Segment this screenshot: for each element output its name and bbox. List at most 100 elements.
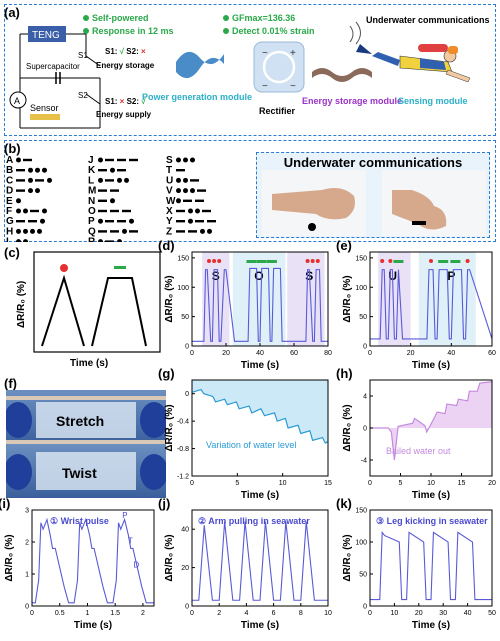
x-tick-label: 0	[368, 350, 372, 357]
x-tick-label: 20	[407, 350, 415, 357]
svg-text:~: ~	[290, 81, 296, 92]
morse-dash	[105, 158, 114, 162]
x-tick-label: 40	[256, 350, 264, 357]
dash-marker	[266, 260, 277, 263]
morse-dot	[124, 177, 129, 183]
morse-dash	[202, 209, 211, 213]
triangle-pulse	[41, 274, 85, 347]
x-tick-label: 0	[190, 480, 194, 487]
morse-letter: H	[6, 226, 13, 237]
dash-marker	[450, 260, 461, 263]
dot-marker	[465, 259, 470, 263]
y-tick-label: -1.2	[177, 474, 189, 481]
peak-label: D	[133, 561, 139, 570]
morse-dash	[16, 179, 25, 182]
x-tick-label: 0	[368, 610, 372, 617]
y-tick-label: -0.8	[177, 446, 189, 453]
rectifier-label: Rectifier	[259, 106, 296, 116]
bullet-2: Response in 12 ms	[92, 26, 174, 36]
dash-marker	[114, 266, 126, 269]
data-line	[370, 381, 493, 461]
morse-letter: D	[6, 186, 13, 197]
y-tick-label: 50	[181, 314, 189, 321]
morse-letter: W	[166, 196, 176, 207]
morse-dash	[207, 220, 216, 223]
y-axis-label: ΔR/R₀ (%)	[4, 534, 15, 581]
data-line	[192, 267, 328, 342]
morse-dot	[16, 198, 21, 204]
morse-letter: R	[88, 237, 96, 242]
x-tick-label: 10	[391, 610, 399, 617]
panel-a-label: (a)	[4, 5, 20, 20]
morse-dot	[110, 167, 115, 173]
plot-bg	[192, 510, 328, 606]
plot-frame	[31, 509, 155, 607]
morse-dot	[195, 208, 200, 214]
x-axis-label: Time (s)	[241, 620, 279, 631]
morse-dash	[98, 169, 107, 172]
y-tick-label: 0	[363, 604, 367, 611]
morse-dash	[16, 220, 25, 223]
morse-dash	[110, 230, 119, 233]
y-tick-label: 0	[185, 604, 189, 611]
s1-label: S1	[78, 51, 88, 60]
dot-marker	[388, 259, 393, 263]
chart-annotation: Variation of water level	[206, 440, 296, 450]
panel-label: (d)	[158, 238, 175, 253]
morse-dot	[16, 208, 21, 214]
chart-annotation: ③ Leg kicking in seawater	[376, 516, 488, 526]
supercapacitor-label: Supercapacitor	[26, 62, 80, 71]
svg-text:~: ~	[262, 48, 268, 59]
y-axis-label: ΔR/R₀ (%)	[164, 404, 175, 451]
data-line	[191, 388, 329, 444]
chart-annotation: ② Arm pulling in seawater	[198, 516, 310, 526]
x-axis-label: Time (s)	[74, 620, 112, 631]
morse-dash	[105, 240, 114, 242]
morse-dot	[129, 218, 134, 224]
x-tick-label: 0	[190, 610, 194, 617]
morse-dot	[28, 188, 33, 194]
y-tick-label: 100	[355, 285, 367, 292]
x-tick-label: 10	[324, 610, 332, 617]
panel-c-label: (c)	[4, 245, 20, 260]
panel-c-xlabel: Time (s)	[70, 358, 108, 369]
morse-dash	[110, 209, 119, 213]
dot-symbol	[308, 223, 316, 231]
morse-dot	[110, 198, 115, 204]
panel-label: (g)	[158, 366, 175, 381]
morse-dot	[35, 167, 40, 173]
dot-marker	[310, 259, 315, 263]
fist-dot-photo	[272, 188, 355, 220]
x-tick-label: 1.5	[110, 610, 120, 617]
y-tick-label: 3	[25, 508, 29, 515]
teng-label: TENG	[32, 30, 60, 41]
stretch-label: Stretch	[56, 413, 104, 429]
morse-letter: C	[6, 175, 13, 186]
morse-dot	[183, 188, 188, 194]
y-tick-label: -0.4	[177, 419, 189, 426]
y-tick-label: 0	[185, 391, 189, 398]
x-tick-label: 8	[299, 610, 303, 617]
y-axis-label: ΔR/R₀ (%)	[342, 275, 353, 322]
bullet-1: Self-powered	[92, 13, 149, 23]
ammeter-label: A	[14, 96, 20, 106]
y-tick-label: 0	[363, 426, 367, 433]
morse-letter: N	[88, 196, 95, 207]
data-line	[370, 530, 492, 601]
peak-label: P	[122, 511, 127, 520]
morse-dash	[30, 209, 39, 213]
x-axis-label: Time (s)	[412, 490, 450, 501]
morse-dash	[105, 179, 114, 182]
x-tick-label: 40	[447, 350, 455, 357]
morse-dash	[122, 209, 131, 213]
y-tick-label: 0	[25, 604, 29, 611]
morse-letter: G	[6, 216, 14, 227]
x-axis-label: Time (s)	[241, 490, 279, 501]
y-tick-label: 20	[181, 565, 189, 572]
morse-dot	[16, 239, 21, 242]
